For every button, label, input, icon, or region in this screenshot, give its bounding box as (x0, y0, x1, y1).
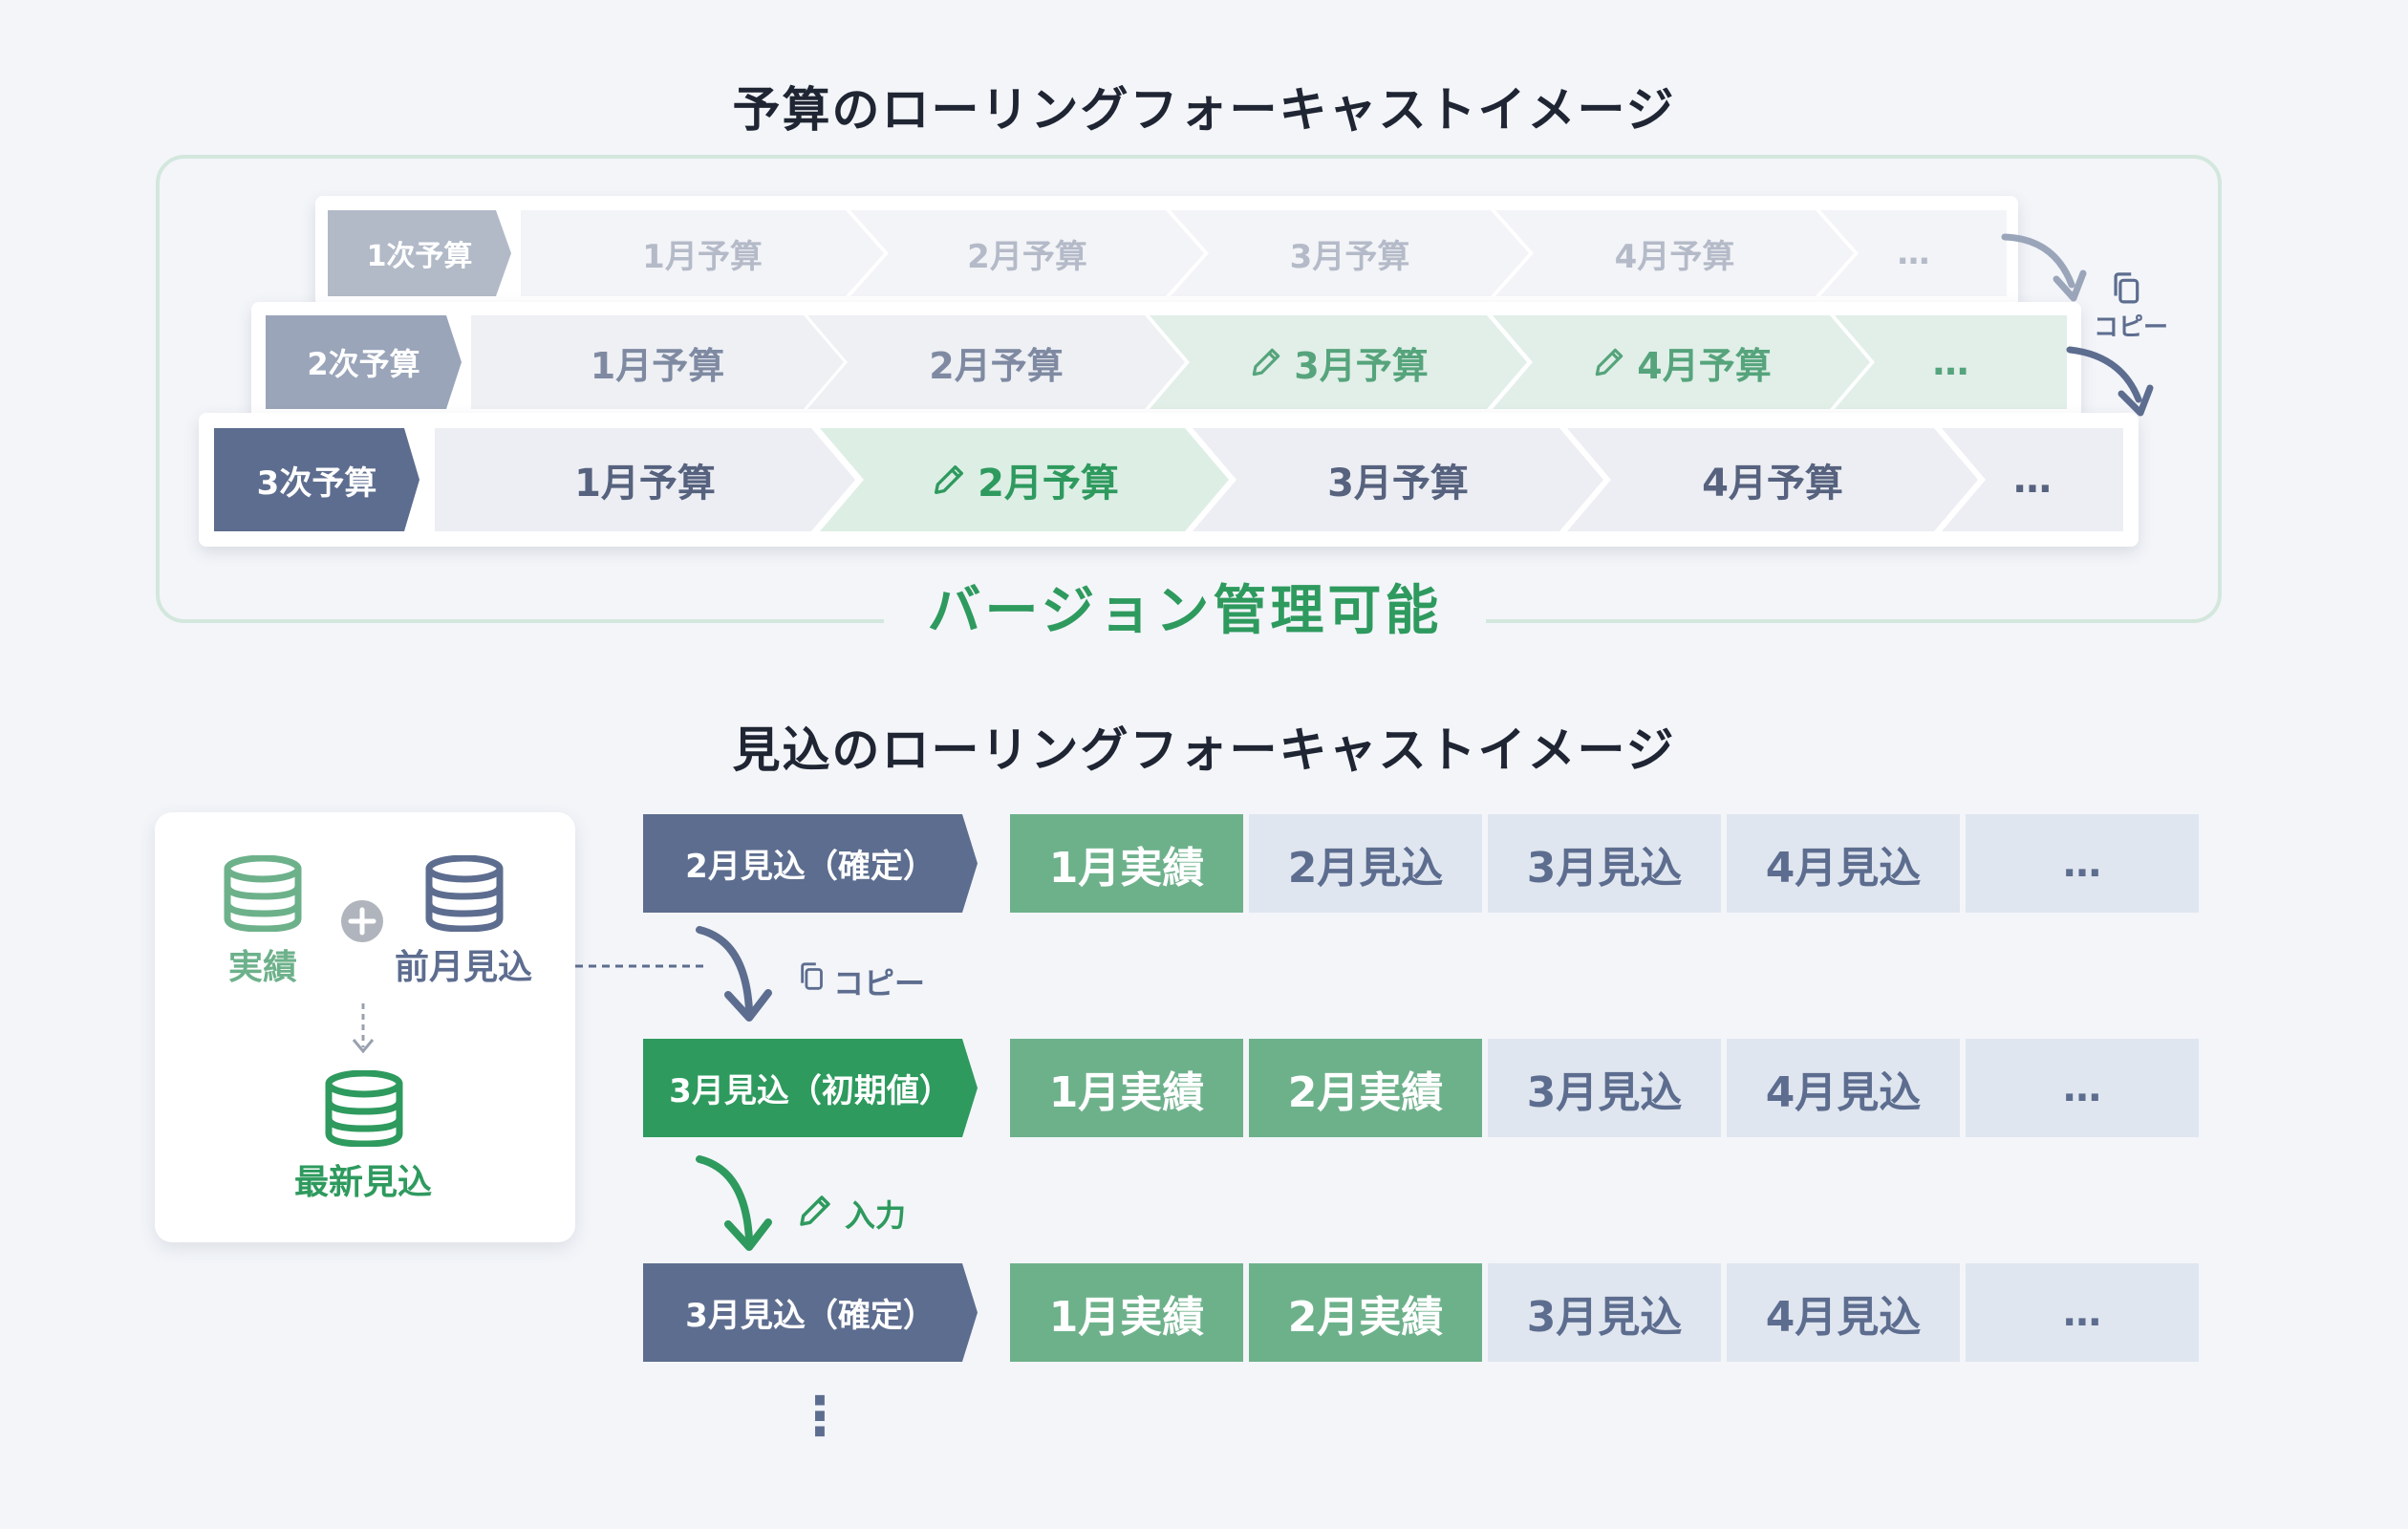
budget-row-1-cell-3: 3月予算 (1171, 210, 1529, 296)
forecast-title: 見込のローリングフォーキャストイメージ (732, 722, 1676, 778)
budget-row-2-tag: 2次予算 (266, 315, 462, 409)
forecast-row-1-cell-1: 1月実績 (1010, 814, 1243, 913)
copy-icon (2114, 272, 2139, 304)
budget-row-3-tag: 3次予算 (214, 428, 419, 531)
copy-label-forecast: コピー (833, 965, 926, 1001)
budget-row-3-cell-1: 1月予算 (435, 428, 855, 531)
forecast-row-1-cell-4: 4月見込 (1727, 814, 1960, 913)
forecast-row-3-cell-1: 1月実績 (1010, 1263, 1243, 1362)
database-icon-actual (224, 855, 302, 932)
input-arrow (696, 1155, 772, 1251)
budget-row-3-cell-2: 2月予算 (820, 428, 1229, 531)
budget-row-1-cell-2: 2月予算 (850, 210, 1204, 296)
version-label: バージョン管理可能 (884, 573, 1486, 650)
forecast-row-1-tag: 2月見込（確定） (643, 814, 978, 913)
copy-icon (801, 962, 823, 990)
dashed-connector (575, 964, 703, 968)
forecast-row-1-cell-more: … (1966, 814, 2199, 913)
budget-row-1-cell-4: 4月予算 (1495, 210, 1854, 296)
copy-arrow-top (2001, 233, 2087, 302)
legend-actual-label: 実績 (227, 948, 297, 987)
pencil-icon (800, 1195, 830, 1226)
forecast-row-2-cell-1: 1月実績 (1010, 1039, 1243, 1137)
budget-row-2-cell-3: 3月予算 (1150, 315, 1527, 409)
legend-latest-label: 最新見込 (293, 1163, 432, 1202)
copy-arrow-bottom (2066, 346, 2154, 417)
pencil-icon (930, 461, 968, 499)
forecast-row-2-cell-4: 4月見込 (1727, 1039, 1960, 1137)
budget-row-2-cell-1: 1月予算 (471, 315, 844, 409)
copy-arrow-forecast (696, 926, 772, 1022)
more-rows-indicator: ⋮ (793, 1386, 847, 1448)
forecast-row-2-cell-more: … (1966, 1039, 2199, 1137)
forecast-row-1-cell-3: 3月見込 (1488, 814, 1721, 913)
input-label: 入力 (845, 1197, 907, 1234)
forecast-row-3-cell-2: 2月実績 (1249, 1263, 1482, 1362)
forecast-row-3-tag: 3月見込（確定） (643, 1263, 978, 1362)
plus-icon (341, 900, 383, 942)
budget-row-2-cell-2: 2月予算 (807, 315, 1185, 409)
forecast-row-3-cell-more: … (1966, 1263, 2199, 1362)
forecast-row-3-cell-4: 4月見込 (1727, 1263, 1960, 1362)
database-icon-latest (325, 1070, 403, 1147)
budget-row-2-cell-4: 4月予算 (1493, 315, 1870, 409)
budget-row-3-cell-4: 4月予算 (1567, 428, 1978, 531)
forecast-row-2-cell-3: 3月見込 (1488, 1039, 1721, 1137)
forecast-row-2-tag: 3月見込（初期値） (643, 1039, 978, 1137)
forecast-row-2-cell-2: 2月実績 (1249, 1039, 1482, 1137)
pencil-icon (1248, 344, 1284, 380)
copy-label-budget: コピー (2093, 313, 2168, 342)
budget-row-3-cell-3: 3月予算 (1193, 428, 1603, 531)
legend-prev-label: 前月見込 (394, 948, 532, 987)
dashed-down-arrow (352, 1003, 375, 1054)
database-icon-prev (425, 855, 504, 932)
budget-row-3-cell-more: … (1942, 428, 2123, 531)
budget-title: 予算のローリングフォーキャストイメージ (732, 82, 1676, 138)
pencil-icon (1591, 344, 1627, 380)
budget-row-1-cell-1: 1月予算 (521, 210, 884, 296)
budget-row-1-tag: 1次予算 (328, 210, 511, 296)
forecast-row-3-cell-3: 3月見込 (1488, 1263, 1721, 1362)
forecast-row-1-cell-2: 2月見込 (1249, 814, 1482, 913)
